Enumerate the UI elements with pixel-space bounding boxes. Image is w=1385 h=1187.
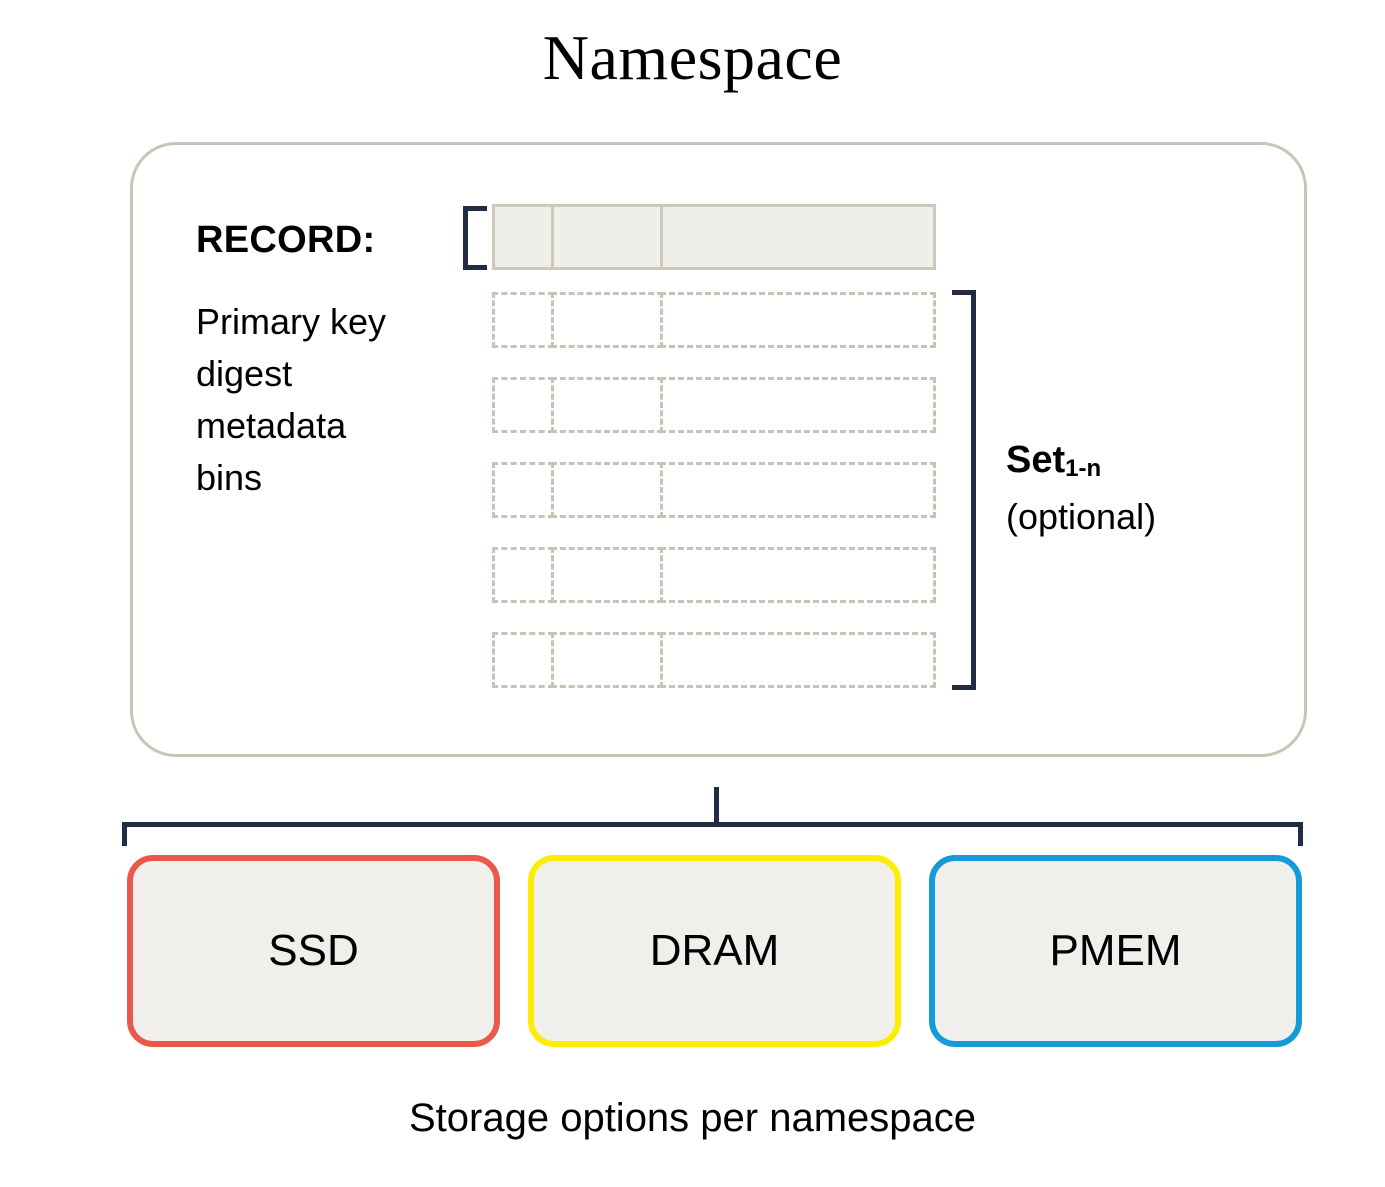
set-cell-digest xyxy=(551,632,663,688)
record-fields-list: Primary key digest metadata bins xyxy=(196,301,387,498)
set-row xyxy=(492,547,936,603)
record-label: RECORD: xyxy=(196,219,376,261)
storage-options-row: SSD DRAM PMEM xyxy=(127,855,1302,1047)
set-cell-digest xyxy=(551,547,663,603)
storage-option-pmem[interactable]: PMEM xyxy=(929,855,1302,1047)
set-cell-digest xyxy=(551,377,663,433)
set-row xyxy=(492,632,936,688)
set-cell-primary-key xyxy=(492,547,554,603)
set-label-name: Set xyxy=(1006,439,1066,481)
storage-option-label: SSD xyxy=(268,926,359,975)
set-cell-bins xyxy=(660,377,936,433)
set-cell-bins xyxy=(660,292,936,348)
set-cell-primary-key xyxy=(492,292,554,348)
set-cell-primary-key xyxy=(492,462,554,518)
set-row xyxy=(492,462,936,518)
page-title: Namespace xyxy=(542,22,843,93)
storage-option-label: PMEM xyxy=(1049,926,1182,975)
set-cell-bins xyxy=(660,462,936,518)
set-cell-primary-key xyxy=(492,632,554,688)
storage-option-label: DRAM xyxy=(649,926,780,975)
set-cell-bins xyxy=(660,547,936,603)
storage-caption: Storage options per namespace xyxy=(408,1096,977,1140)
set-bracket-icon xyxy=(952,290,976,690)
storage-bracket-icon xyxy=(122,822,1303,846)
set-row xyxy=(492,377,936,433)
set-cell-primary-key xyxy=(492,377,554,433)
connector-stem xyxy=(714,787,719,825)
record-cell-bins xyxy=(660,204,936,270)
set-cell-digest xyxy=(551,292,663,348)
record-cell-digest xyxy=(551,204,663,270)
set-cell-digest xyxy=(551,462,663,518)
storage-option-ssd[interactable]: SSD xyxy=(127,855,500,1047)
set-row xyxy=(492,292,936,348)
set-label-optional: (optional) xyxy=(1006,496,1157,537)
storage-option-dram[interactable]: DRAM xyxy=(528,855,901,1047)
record-row xyxy=(492,204,936,270)
set-cell-bins xyxy=(660,632,936,688)
set-label: Set1-n (optional) xyxy=(1006,438,1156,540)
record-bracket-icon xyxy=(463,206,487,270)
set-label-subscript: 1-n xyxy=(1065,455,1102,483)
record-cell-primary-key xyxy=(492,204,554,270)
